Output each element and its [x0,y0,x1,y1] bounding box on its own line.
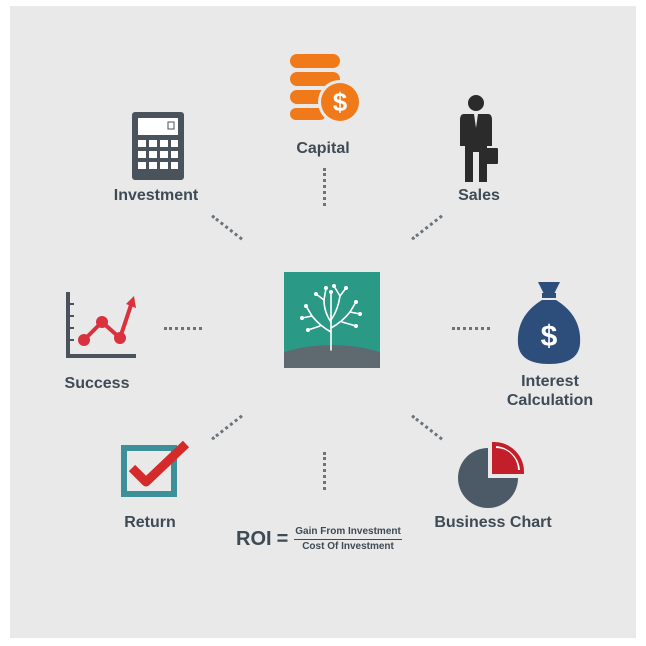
checkbox-checked-icon [120,440,190,500]
investment-label: Investment [113,187,199,204]
connector-capital [323,168,326,206]
businessman-icon [458,94,498,184]
roi-fraction: Gain From Investment Cost Of Investment [294,526,402,553]
success-label: Success [64,375,130,392]
line-chart-icon [64,290,138,360]
pie-chart-icon [456,440,526,510]
return-label: Return [124,514,176,531]
sales-label: Sales [458,187,500,204]
connector-roi [323,452,326,490]
interest-label-line1: Interest [521,373,579,390]
roi-label: ROI [236,528,272,550]
business-chart-label: Business Chart [434,514,552,531]
capital-label: Capital [296,140,350,157]
interest-label-line2: Calculation [506,392,594,409]
svg-text:$: $ [541,320,558,353]
interest-calculation-label: Interest Calculation [498,372,602,410]
calculator-icon [132,112,184,180]
roi-formula: ROI = Gain From Investment Cost Of Inves… [236,526,402,553]
roi-equals: = [276,528,289,550]
money-bag-icon: $ [516,280,582,366]
roi-denominator: Cost Of Investment [302,541,394,552]
roi-numerator: Gain From Investment [294,526,402,540]
svg-text:$: $ [333,87,348,117]
center-logo [284,272,380,368]
coins-dollar-icon: $ [286,50,366,126]
connector-interest [452,327,490,330]
connector-success [164,327,202,330]
